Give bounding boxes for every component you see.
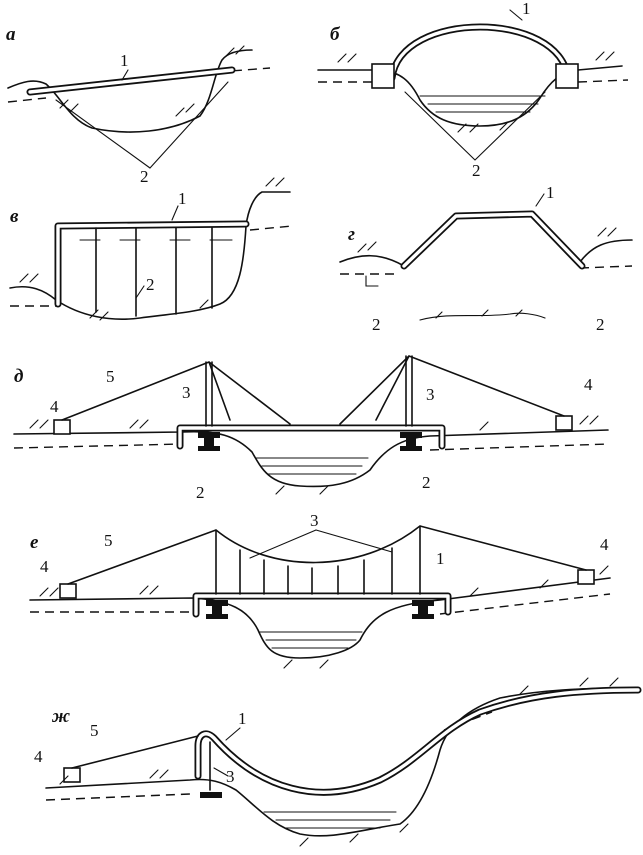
panel-e-pipe <box>192 592 452 618</box>
panel-zh-label-5: 5 <box>90 721 99 740</box>
panel-zh-anchor <box>63 767 81 783</box>
panel-v-label-2: 2 <box>146 275 155 294</box>
panel-a-letter: а <box>6 24 16 45</box>
panel-b-label-1: 1 <box>522 0 531 18</box>
panel-d-label-4-left: 4 <box>50 397 59 416</box>
panel-e-cables <box>67 525 587 585</box>
panel-a: а 1 2 <box>6 24 271 186</box>
panel-e-label-1: 1 <box>436 549 445 568</box>
panel-g: г 1 2 2 <box>339 183 633 334</box>
panel-b-letter: б <box>330 24 341 45</box>
panel-g-river-strokes <box>419 312 546 321</box>
panel-a-leader-2 <box>55 81 229 169</box>
panel-g-letter: г <box>348 224 355 245</box>
panel-a-label-2: 2 <box>140 167 149 186</box>
panel-g-label-1: 1 <box>546 183 555 202</box>
panel-zh-water <box>263 811 397 829</box>
panel-e-anchor-left <box>59 583 77 599</box>
panel-d-support-right <box>400 432 422 438</box>
panel-d-label-2-left: 2 <box>196 483 205 502</box>
panel-d-label-4-right: 4 <box>584 375 593 394</box>
panel-d-letter: д <box>14 366 23 387</box>
panel-e-support-right <box>412 600 434 606</box>
panel-e-label-4-right: 4 <box>600 535 609 554</box>
ground-hatching <box>19 45 619 847</box>
panel-e-ground <box>29 577 611 659</box>
panel-b-ground <box>317 65 623 127</box>
panel-e-anchor-right <box>577 569 595 585</box>
panel-e-leader-3 <box>249 529 393 559</box>
panel-a-ground <box>7 49 253 133</box>
panel-v: в 1 2 <box>9 189 293 320</box>
panel-v-label-1: 1 <box>178 189 187 208</box>
panel-a-ground-dash <box>7 97 47 103</box>
panel-zh-label-1: 1 <box>238 709 247 728</box>
panel-d-label-3-right: 3 <box>426 385 435 404</box>
panel-d-support-left <box>198 432 220 438</box>
panel-d-anchor-right <box>555 415 573 431</box>
panel-zh-cable <box>71 735 199 769</box>
panel-zh-ground <box>45 687 639 837</box>
panel-v-supports <box>95 227 213 317</box>
panel-zh-support <box>200 792 222 798</box>
panel-g-ground <box>339 239 633 267</box>
panel-b: б 1 2 <box>317 0 629 180</box>
panel-d-label-3-left: 3 <box>182 383 191 402</box>
panel-d-cables <box>61 355 565 425</box>
panel-e-water <box>259 631 363 649</box>
panel-zh-letter: ж <box>51 706 70 727</box>
panel-e-letter: е <box>30 532 39 553</box>
panel-a-label-1: 1 <box>120 51 129 70</box>
panel-d-anchor-left <box>53 419 71 435</box>
panel-d-ground <box>13 429 609 488</box>
panel-b-support-right <box>555 63 579 89</box>
panel-g-label-2b: 2 <box>596 315 605 334</box>
panel-e-hangers <box>239 547 393 595</box>
panel-zh: ж 5 1 4 3 <box>34 686 642 837</box>
panel-zh-label-3: 3 <box>226 767 235 786</box>
panel-d-pylon-left <box>205 361 213 427</box>
panel-e: е 3 5 4 1 4 <box>29 511 611 659</box>
panel-d-label-5: 5 <box>106 367 115 386</box>
panel-v-letter: в <box>10 206 19 227</box>
panel-b-water <box>419 95 546 113</box>
panel-e-towers <box>215 525 421 595</box>
panel-e-label-5: 5 <box>104 531 113 550</box>
panel-zh-label-4: 4 <box>34 747 43 766</box>
panel-e-label-4-left: 4 <box>40 557 49 576</box>
panel-b-label-2: 2 <box>472 161 481 180</box>
panel-e-support-left <box>206 600 228 606</box>
panel-d-pylon-right <box>405 355 413 427</box>
panel-d-water <box>255 457 369 475</box>
panel-d-label-2-right: 2 <box>422 473 431 492</box>
panel-g-label-2a: 2 <box>372 315 381 334</box>
panel-a-leader-1 <box>121 69 129 81</box>
panel-e-label-3: 3 <box>310 511 319 530</box>
panel-d: д 5 4 3 3 4 2 2 <box>13 355 609 502</box>
panel-v-ground <box>9 191 291 320</box>
panel-b-arch-pipe <box>388 23 572 82</box>
panel-b-support-left <box>371 63 395 89</box>
